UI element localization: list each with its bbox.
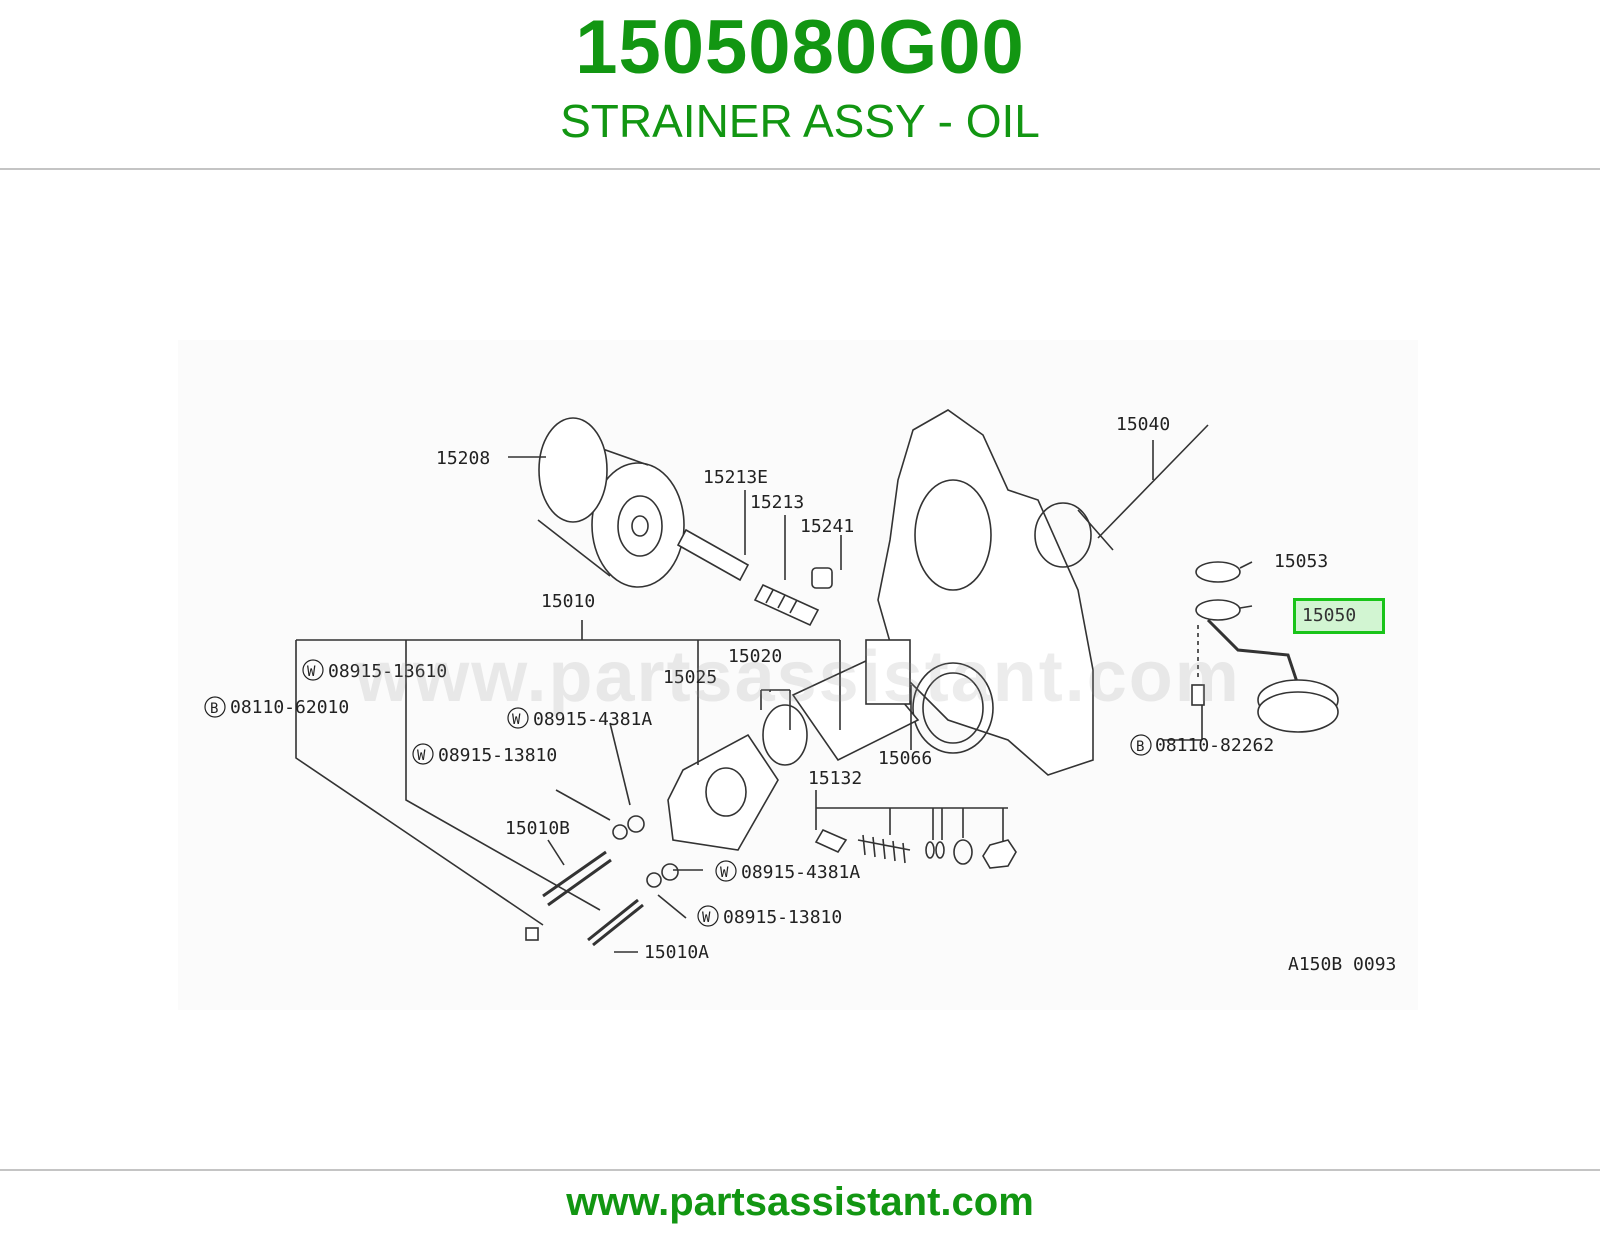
svg-text:08915-13810: 08915-13810 (438, 745, 557, 766)
label-15213[interactable]: 15213 (750, 492, 804, 513)
label-15020[interactable]: 15020 (728, 646, 782, 667)
washer-prefix: W (307, 664, 316, 680)
footer-divider (0, 1169, 1600, 1171)
part-number: 1505080G00 (575, 5, 1025, 90)
label-15132[interactable]: 15132 (808, 768, 862, 789)
highlighted-part-15050[interactable]: 15050 (1293, 598, 1385, 634)
label-w-08915-13610[interactable]: W 08915-13610 (302, 659, 447, 682)
label-15066[interactable]: 15066 (878, 748, 932, 769)
label-15208[interactable]: 15208 (436, 448, 490, 469)
svg-text:08915-4381A: 08915-4381A (741, 862, 860, 883)
label-w-08915-13810[interactable]: W 08915-13810 (412, 743, 557, 766)
bolt-prefix: B (1136, 739, 1144, 755)
part-name: STRAINER ASSY - OIL (560, 95, 1040, 147)
label-15040[interactable]: 15040 (1116, 414, 1170, 435)
oil-filter-drawing (537, 417, 685, 588)
footer-url[interactable]: www.partsassistant.com (566, 1180, 1034, 1224)
label-15213E[interactable]: 15213E (703, 467, 768, 488)
label-15025[interactable]: 15025 (663, 667, 717, 688)
label-15010B[interactable]: 15010B (505, 818, 570, 839)
figure-code: A150B 0093 (1288, 954, 1396, 975)
page-header: 1505080G00 STRAINER ASSY - OIL (0, 0, 1600, 168)
label-15010[interactable]: 15010 (541, 591, 595, 612)
svg-text:08915-13610: 08915-13610 (328, 661, 447, 682)
label-w-08915-4381A[interactable]: W 08915-4381A (507, 707, 652, 730)
svg-text:08915-13810: 08915-13810 (723, 907, 842, 928)
label-15241[interactable]: 15241 (800, 516, 854, 537)
svg-text:08110-82262: 08110-82262 (1155, 735, 1274, 756)
bolt-prefix: B (210, 701, 218, 717)
svg-text:08915-4381A: 08915-4381A (533, 709, 652, 730)
washer-prefix: W (702, 910, 711, 926)
washer-prefix: W (417, 748, 426, 764)
label-15010A[interactable]: 15010A (644, 942, 709, 963)
label-15053[interactable]: 15053 (1274, 551, 1328, 572)
highlighted-part-label: 15050 (1302, 605, 1357, 626)
watermark: www.partsassistant.com (355, 637, 1241, 717)
label-w-08915-13810-lower[interactable]: W 08915-13810 (697, 905, 842, 928)
label-b-08110-62010[interactable]: B 08110-62010 (204, 696, 349, 718)
svg-text:08110-62010: 08110-62010 (230, 697, 349, 718)
parts-diagram: 15208 15213E 15213 15241 15040 15053 150… (178, 340, 1418, 1010)
header-divider (0, 168, 1600, 170)
washer-prefix: W (512, 712, 521, 728)
diagram-drawing: 15208 15213E 15213 15241 15040 15053 150… (204, 409, 1396, 975)
label-b-08110-82262[interactable]: B 08110-82262 (1130, 734, 1274, 756)
washer-prefix: W (720, 865, 729, 881)
label-w-08915-4381A-lower[interactable]: W 08915-4381A (715, 860, 860, 883)
